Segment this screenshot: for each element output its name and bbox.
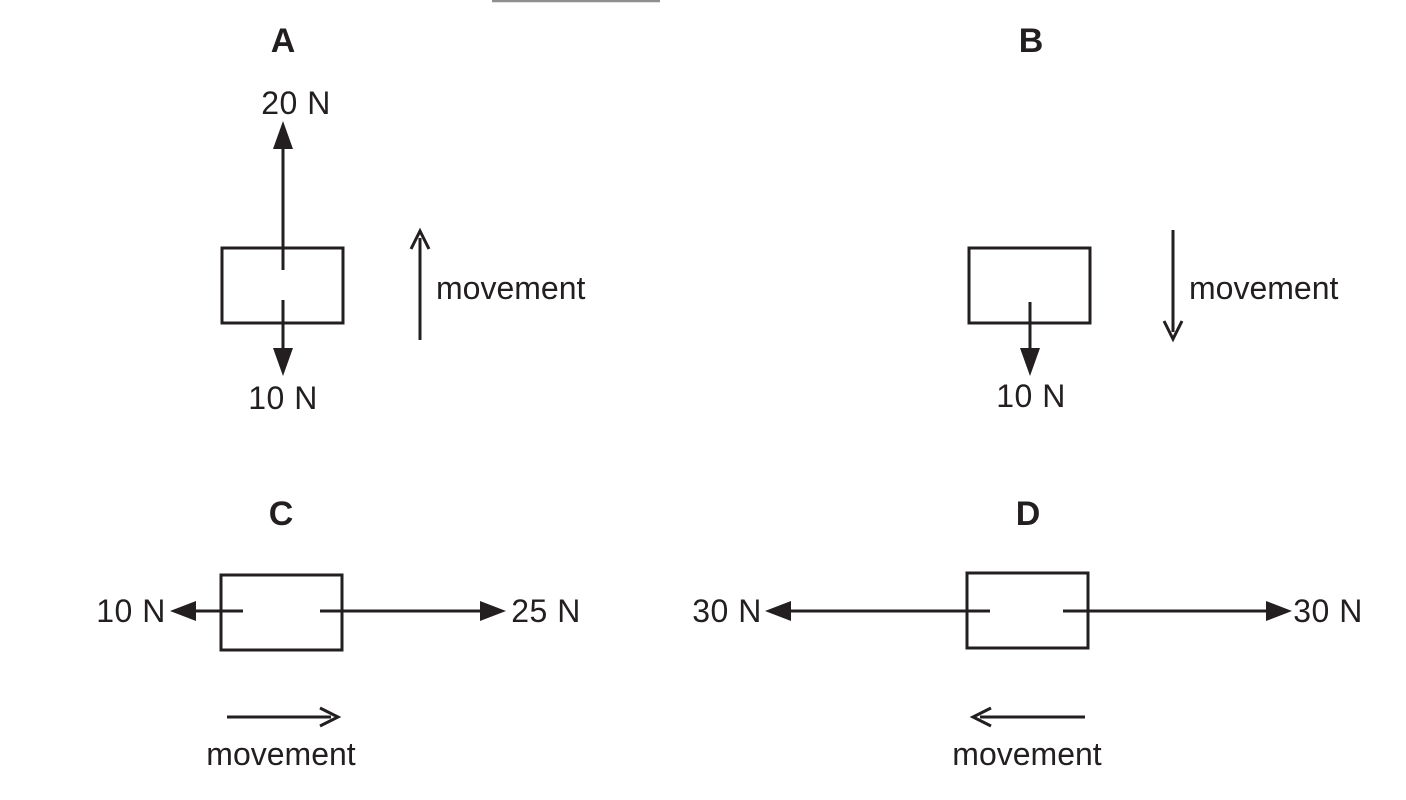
movement-indicator-left: movement xyxy=(952,706,1102,772)
movement-label: movement xyxy=(952,736,1102,772)
force-value-left: 30 N xyxy=(692,593,762,629)
movement-indicator-right: movement xyxy=(206,706,356,772)
movement-label: movement xyxy=(1189,270,1339,306)
force-arrow-down-icon xyxy=(1020,348,1040,376)
movement-indicator-down: movement xyxy=(1162,230,1339,343)
diagram-b: B 10 N movement xyxy=(967,22,1339,414)
force-value-right: 30 N xyxy=(1293,593,1363,629)
force-value-down: 10 N xyxy=(996,378,1066,414)
movement-arrow-left-icon xyxy=(969,706,992,728)
movement-arrow-right-icon xyxy=(319,706,342,728)
force-arrow-left-icon xyxy=(170,601,196,621)
force-value-right: 25 N xyxy=(511,593,581,629)
force-value-up: 20 N xyxy=(261,85,331,121)
diagram-label: C xyxy=(269,495,294,533)
movement-label: movement xyxy=(206,736,356,772)
force-arrow-right-icon xyxy=(480,601,506,621)
force-value-down: 10 N xyxy=(248,380,318,416)
movement-arrow-up-icon xyxy=(409,227,431,250)
diagram-a: A 20 N 10 N movement xyxy=(220,22,586,416)
force-arrow-right-icon xyxy=(1266,601,1292,621)
force-arrow-down-icon xyxy=(273,348,293,376)
diagram-c: C 10 N 25 N movement xyxy=(96,495,581,772)
diagram-label: A xyxy=(271,22,296,60)
force-arrow-left-icon xyxy=(765,601,791,621)
movement-arrow-down-icon xyxy=(1162,320,1184,343)
force-value-left: 10 N xyxy=(96,593,166,629)
force-arrow-up-icon xyxy=(273,121,293,149)
diagram-d: D 30 N 30 N movement xyxy=(692,495,1363,772)
diagram-label: B xyxy=(1019,22,1044,60)
movement-label: movement xyxy=(436,270,586,306)
movement-indicator-up: movement xyxy=(409,227,586,340)
diagram-label: D xyxy=(1016,495,1041,533)
